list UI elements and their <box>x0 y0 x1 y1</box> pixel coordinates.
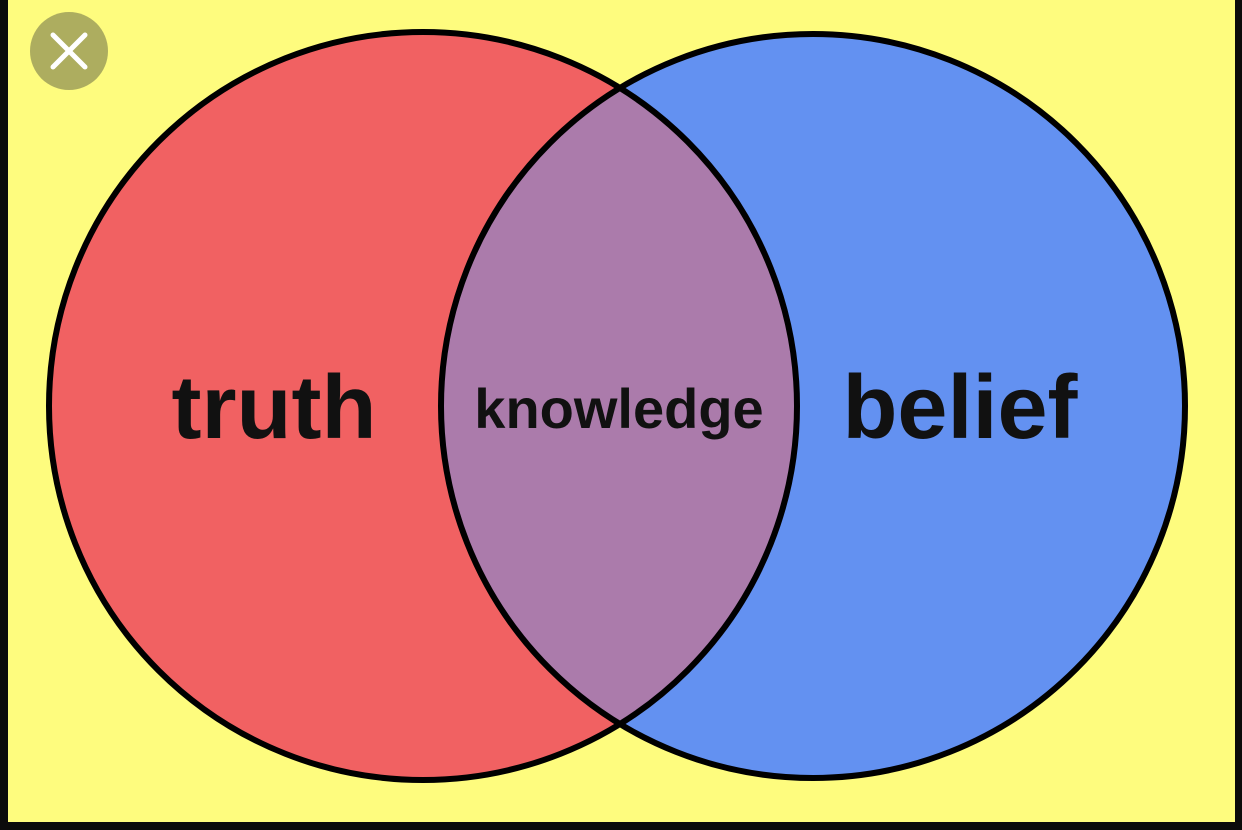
belief-label: belief <box>842 358 1078 458</box>
truth-circle-outline <box>46 29 800 783</box>
knowledge-intersection <box>441 34 797 778</box>
knowledge-label: knowledge <box>474 377 763 440</box>
close-button[interactable] <box>30 12 108 90</box>
belief-circle-outline <box>438 31 1188 781</box>
truth-label: truth <box>172 358 377 458</box>
close-icon <box>50 32 88 70</box>
